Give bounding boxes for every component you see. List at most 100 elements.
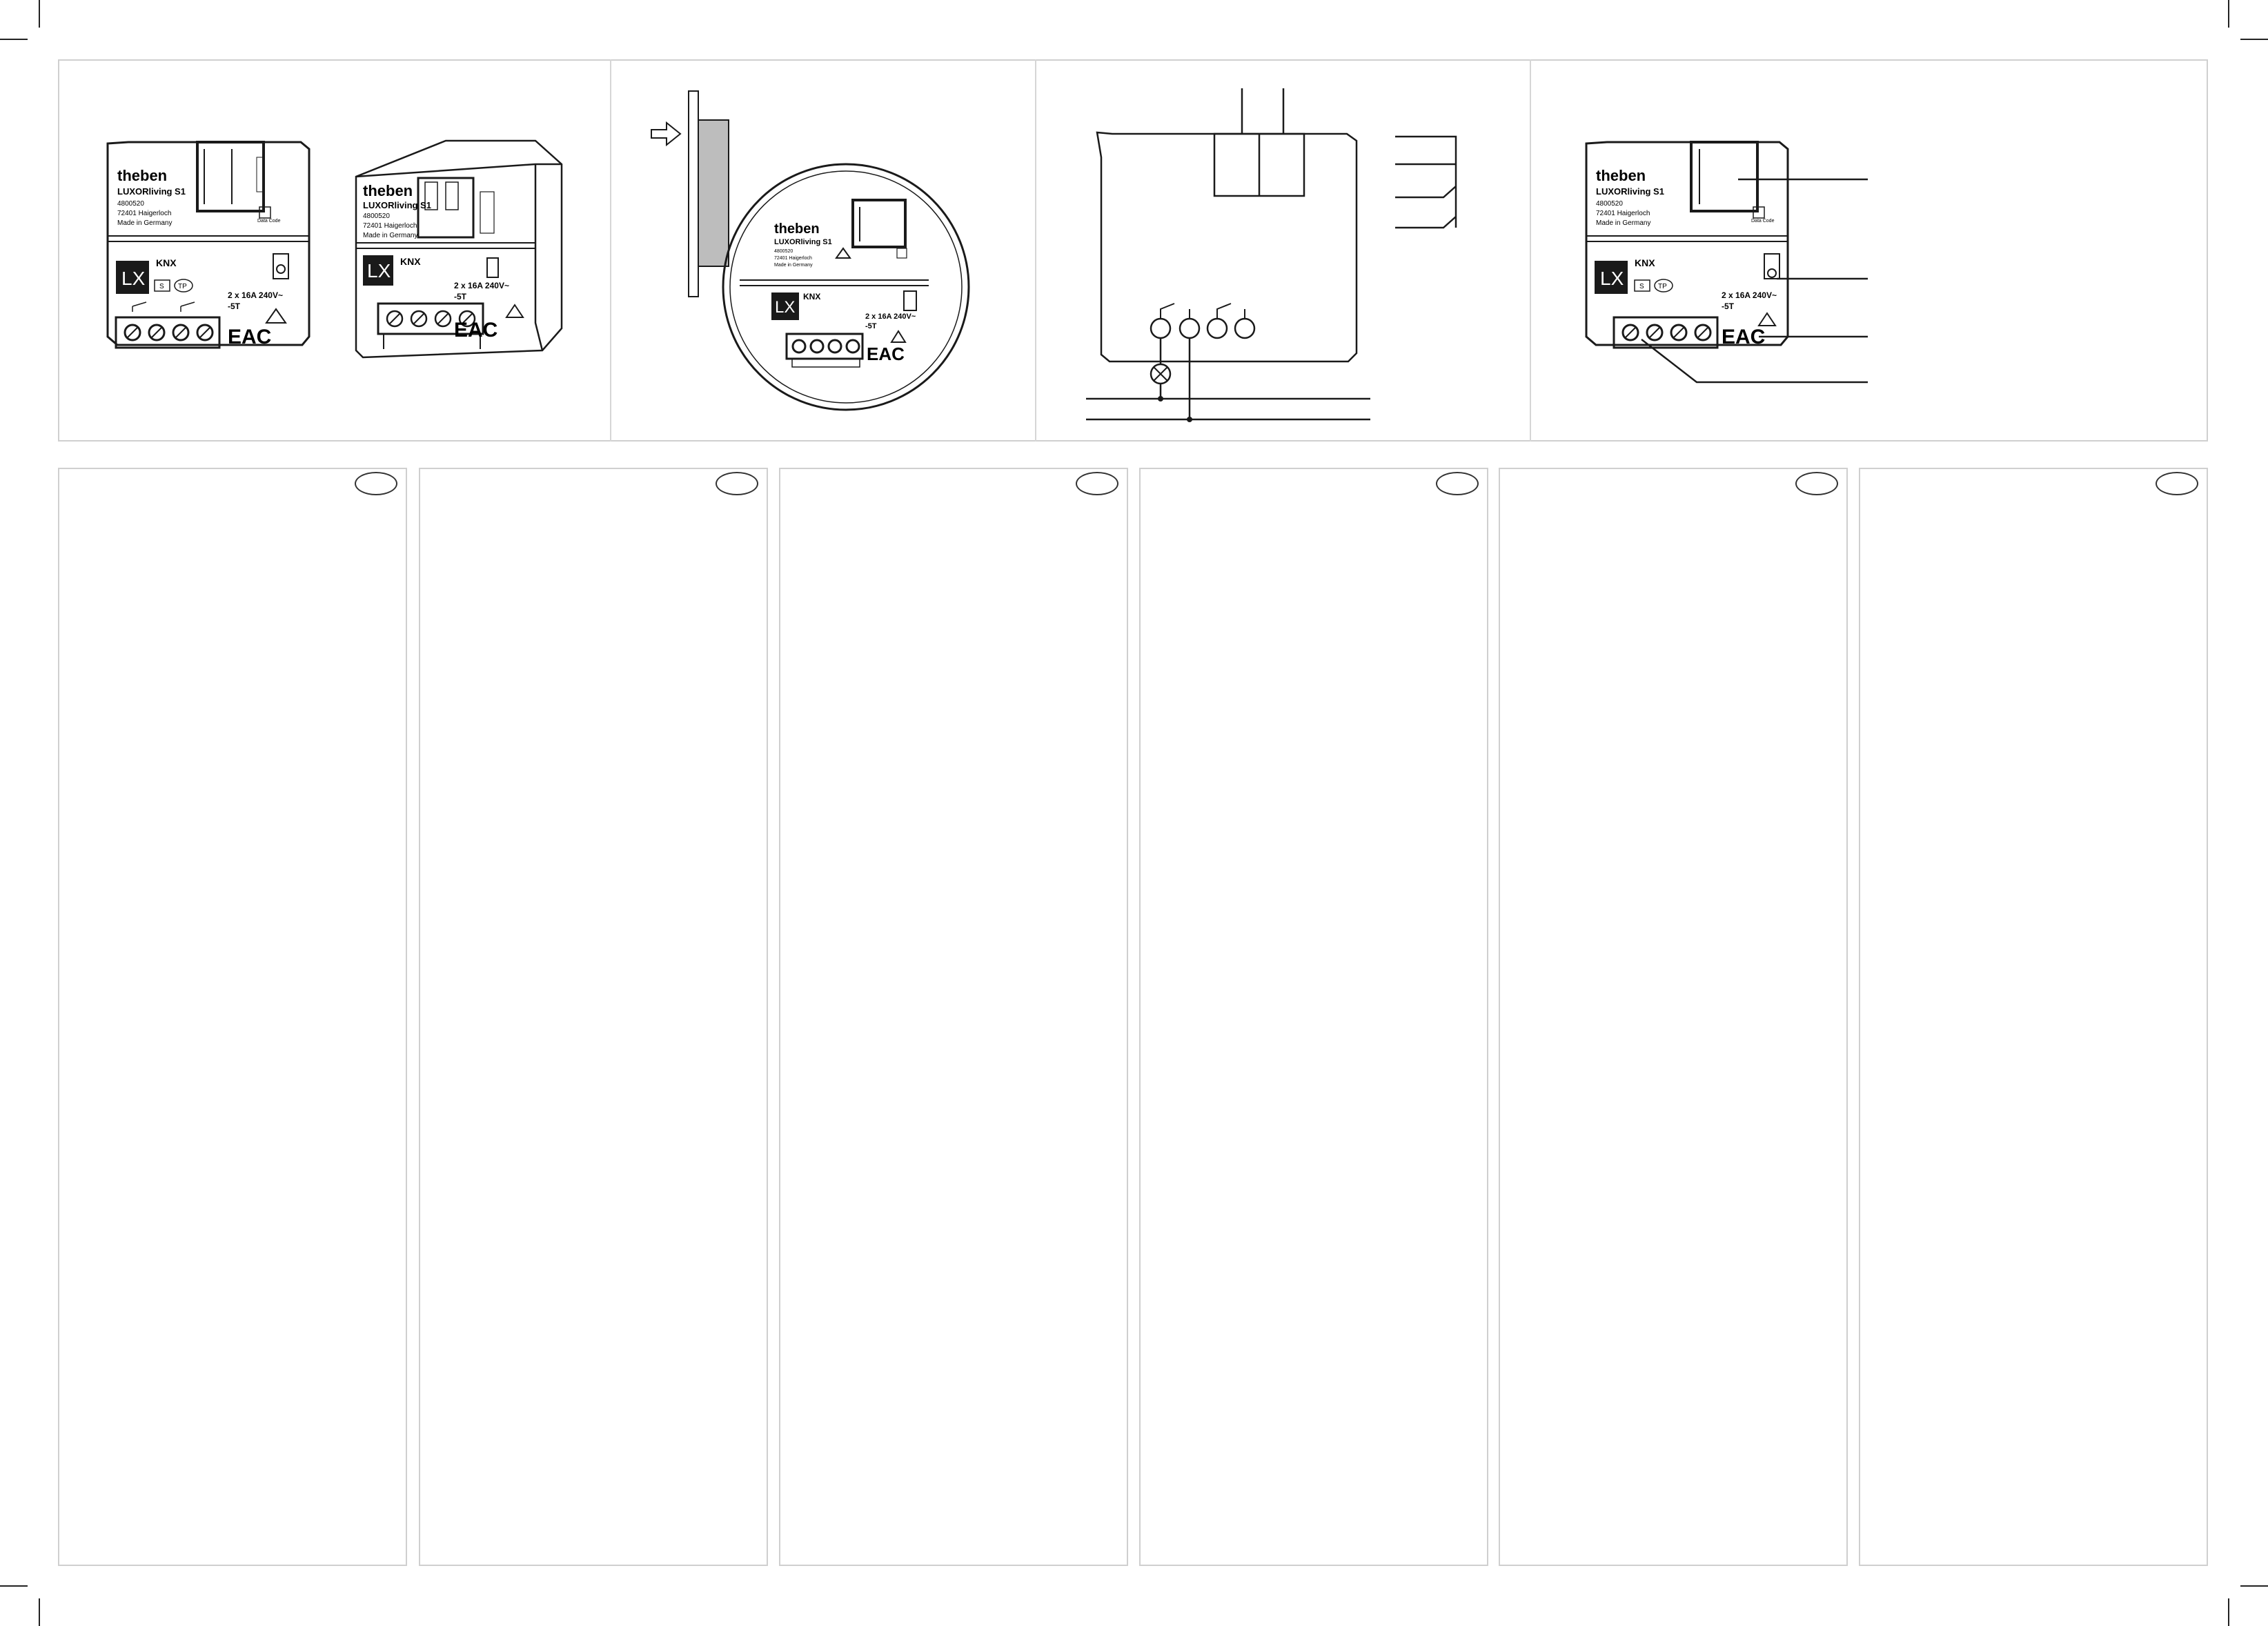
figure-wiring [1036, 61, 1530, 440]
lx-logo-text: LX [1600, 268, 1624, 289]
device-views-drawing: LX theben theben LUXORliving S1 4800520 … [106, 139, 563, 359]
knx-label: KNX [803, 292, 820, 301]
text-column-1 [58, 468, 407, 1566]
symbol-legend [1395, 135, 1457, 229]
text-column-2 [419, 468, 768, 1566]
figure-device-views: LX theben theben LUXORliving S1 4800520 … [59, 61, 610, 440]
model-label: LUXORliving S1 [1596, 186, 1664, 197]
address-label: 72401 Haigerloch [774, 256, 812, 261]
wiring-drawing [1086, 88, 1457, 422]
terminal-2 [1179, 317, 1201, 339]
relay-contact-1 [1160, 303, 1190, 319]
rating-line-2: -5T [228, 301, 241, 311]
tp-badge [1654, 279, 1673, 293]
article-number: 4800520 [117, 200, 144, 208]
article-number: 4800520 [363, 212, 390, 220]
knx-label: KNX [156, 257, 177, 268]
text-column-3 [779, 468, 1128, 1566]
language-badge [1795, 472, 1838, 495]
s-badge [1634, 279, 1650, 292]
strip-divider [610, 59, 611, 442]
eac-mark: EAC [1722, 326, 1765, 348]
figure-mounting: LX theben LUXORliving S1 4800520 72401 H… [611, 61, 1035, 440]
language-badge [355, 472, 397, 495]
origin-label: Made in Germany [1596, 219, 1650, 227]
article-number: 4800520 [774, 249, 793, 254]
model-label: LUXORliving S1 [363, 200, 431, 210]
rating-line-1: 2 x 16A 240V~ [1722, 290, 1777, 300]
knx-label: KNX [1635, 257, 1655, 268]
data-code-label: Data Code [1751, 219, 1775, 224]
article-number: 4800520 [1596, 200, 1623, 208]
crop-mark [0, 1585, 28, 1587]
mounting-panel [698, 119, 729, 267]
data-code-label: Data Code [257, 219, 281, 224]
address-label: 72401 Haigerloch [1596, 210, 1650, 217]
origin-label: Made in Germany [774, 263, 813, 268]
eac-mark: EAC [867, 344, 905, 364]
brand-label: theben [363, 182, 413, 199]
address-label: 72401 Haigerloch [363, 222, 417, 230]
crop-mark [2240, 39, 2268, 40]
eac-mark: EAC [454, 319, 497, 341]
language-badge [2156, 472, 2198, 495]
origin-label: Made in Germany [117, 219, 172, 227]
s-badge-text: S [1639, 283, 1644, 290]
lx-logo-block [771, 293, 799, 320]
crop-mark [0, 39, 28, 40]
crop-mark [2240, 1585, 2268, 1587]
knx-label: KNX [400, 256, 421, 267]
strip-divider [1035, 59, 1036, 442]
device-perspective-view [355, 139, 563, 359]
insert-arrow-icon [651, 121, 682, 147]
figure-strip [58, 59, 2208, 442]
rating-line-2: -5T [454, 292, 467, 301]
rating-line-1: 2 x 16A 240V~ [865, 313, 916, 321]
tp-badge-text: TP [178, 283, 187, 290]
lx-logo-text: LX [121, 268, 146, 289]
tp-badge-text: TP [1658, 283, 1667, 290]
s-badge-text: S [159, 283, 164, 290]
lx-logo-block [1595, 261, 1628, 294]
eac-mark: EAC [228, 326, 271, 348]
terminal-4 [1234, 317, 1256, 339]
rating-line-1: 2 x 16A 240V~ [228, 290, 283, 300]
tp-badge [174, 279, 193, 293]
crop-mark [2228, 0, 2229, 28]
labelled-view-drawing: LX theben LUXORliving S1 4800520 72401 H… [1585, 141, 1868, 384]
text-column-6 [1859, 468, 2208, 1566]
brand-label: theben [774, 221, 820, 237]
rating-line-2: -5T [1722, 301, 1735, 311]
crop-mark [39, 0, 40, 28]
origin-label: Made in Germany [363, 232, 417, 239]
mounting-plate-edge [688, 90, 699, 297]
brand-label: theben [1596, 167, 1646, 184]
crop-mark [2228, 1598, 2229, 1626]
figure-labelled-view: LX theben LUXORliving S1 4800520 72401 H… [1531, 61, 2207, 440]
strip-divider [1530, 59, 1531, 442]
mounting-drawing: LX theben LUXORliving S1 4800520 72401 H… [651, 90, 970, 411]
lx-logo-text: LX [367, 260, 391, 281]
language-badge [1076, 472, 1118, 495]
address-label: 72401 Haigerloch [117, 210, 171, 217]
terminal-3 [1206, 317, 1228, 339]
callout-lines [1641, 178, 1868, 384]
relay-contact-2 [1216, 303, 1245, 319]
model-label: LUXORliving S1 [774, 238, 832, 246]
lx-logo-block [116, 261, 149, 294]
callout-load-terminals [1641, 339, 1868, 384]
language-badge [1436, 472, 1479, 495]
terminal-1 [1150, 317, 1172, 339]
rating-line-2: -5T [865, 322, 877, 330]
language-badge [716, 472, 758, 495]
text-column-5 [1499, 468, 1848, 1566]
lx-logo-block [363, 255, 393, 286]
crop-mark [39, 1598, 40, 1626]
text-column-4 [1139, 468, 1488, 1566]
model-label: LUXORliving S1 [117, 186, 186, 197]
rating-line-1: 2 x 16A 240V~ [454, 281, 509, 290]
brand-label: theben [117, 167, 167, 184]
lx-logo-text: LX [775, 298, 795, 317]
detail-circle [722, 163, 970, 411]
device-front-view [106, 141, 310, 349]
